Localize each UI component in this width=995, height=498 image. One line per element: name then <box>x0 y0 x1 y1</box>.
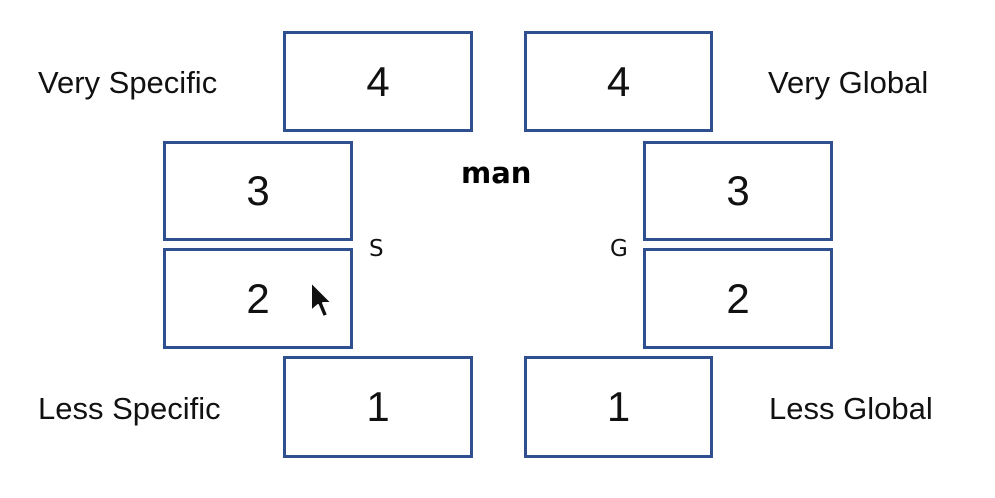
center-word: man <box>461 156 532 190</box>
specific-level-1-box: 1 <box>283 356 473 458</box>
mouse-pointer-icon <box>310 281 333 318</box>
global-level-4-box: 4 <box>524 31 713 132</box>
label-very-global: Very Global <box>768 65 929 100</box>
global-axis-letter: G <box>610 236 628 262</box>
specific-level-4-box: 4 <box>283 31 473 132</box>
label-very-specific: Very Specific <box>38 65 218 100</box>
label-less-global: Less Global <box>769 391 933 426</box>
label-less-specific: Less Specific <box>38 391 221 426</box>
specific-axis-letter: S <box>369 236 384 262</box>
global-level-2-box: 2 <box>643 248 833 349</box>
global-level-1-box: 1 <box>524 356 713 458</box>
specific-level-3-box: 3 <box>163 141 353 241</box>
global-level-3-box: 3 <box>643 141 833 241</box>
